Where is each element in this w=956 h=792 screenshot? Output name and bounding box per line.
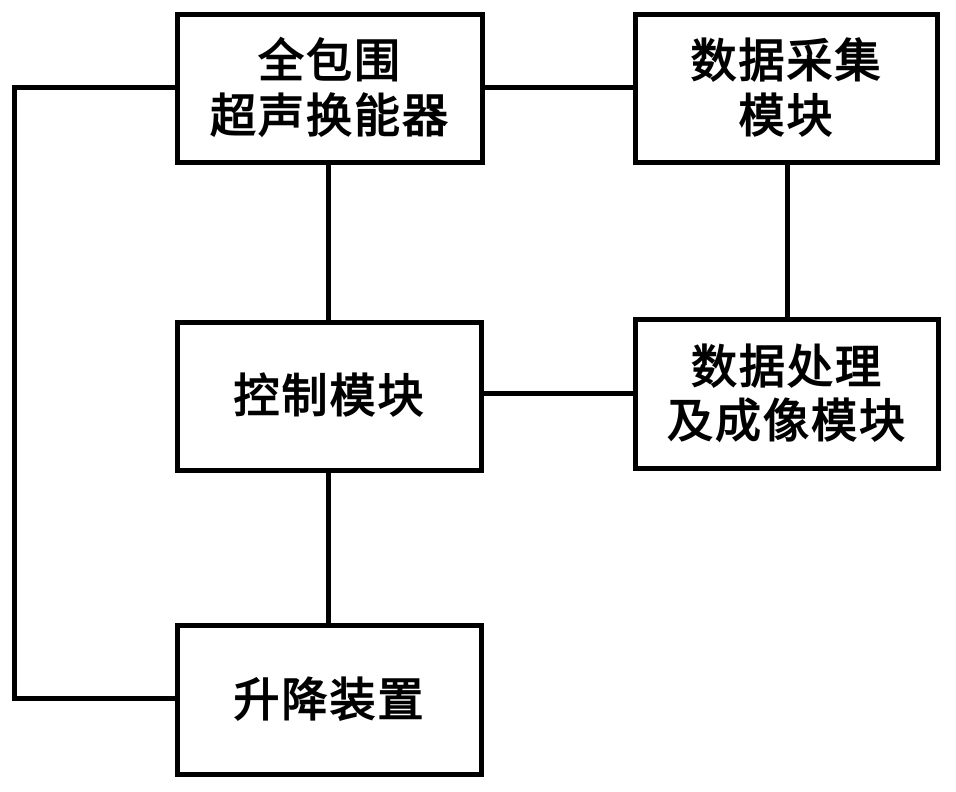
node-lift-line1: 升降装置 xyxy=(233,672,426,727)
node-transducer-line2: 超声换能器 xyxy=(210,88,450,143)
connector-loop-left-segment xyxy=(12,85,17,701)
connector-loop-top-segment xyxy=(12,85,177,90)
connector-transducer-daq xyxy=(483,85,635,90)
connector-transducer-control xyxy=(326,163,331,323)
connector-control-processing xyxy=(482,391,635,396)
node-daq-line2: 模块 xyxy=(738,88,835,143)
node-transducer-line1: 全包围 xyxy=(258,34,402,89)
node-lifting-device: 升降装置 xyxy=(175,623,484,777)
connector-loop-bottom-segment xyxy=(12,696,177,701)
node-data-processing-imaging: 数据处理 及成像模块 xyxy=(633,317,941,471)
node-data-acquisition: 数据采集 模块 xyxy=(633,12,940,165)
node-control-line1: 控制模块 xyxy=(233,369,426,424)
node-transducer: 全包围 超声换能器 xyxy=(175,12,485,165)
node-processing-line1: 数据处理 xyxy=(691,339,883,394)
connector-control-lift xyxy=(326,471,331,626)
node-processing-line2: 及成像模块 xyxy=(667,394,907,448)
connector-daq-processing xyxy=(785,163,790,320)
node-daq-line1: 数据采集 xyxy=(690,34,883,89)
node-control-module: 控制模块 xyxy=(175,320,484,473)
